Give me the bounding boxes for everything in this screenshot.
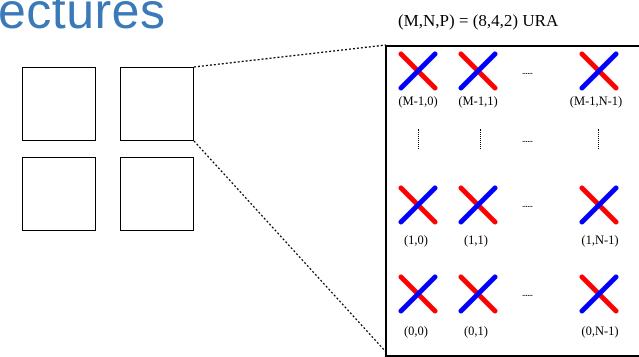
horizontal-ellipsis: ......: [522, 199, 533, 209]
subarray-top-right: [120, 67, 194, 141]
horizontal-ellipsis: ......: [522, 66, 533, 76]
subarray-bottom-left: [22, 157, 96, 231]
slide-title-fragment: ectures: [0, 0, 166, 39]
vertical-ellipsis: [480, 129, 482, 149]
subarray-bottom-right: [120, 157, 194, 231]
element-index-label: (1,1): [464, 233, 488, 247]
cross-pol-element-icon: [578, 184, 620, 226]
element-index-label: (M-1,N-1): [569, 94, 623, 108]
horizontal-ellipsis: ......: [522, 134, 533, 144]
cross-pol-element-icon: [457, 184, 499, 226]
element-index-label: (M-1,0): [398, 94, 438, 108]
cross-pol-element-icon: [578, 273, 620, 315]
element-index-label: (1,0): [404, 233, 428, 247]
cross-pol-element-icon: [397, 50, 439, 92]
array-config-label: (M,N,P) = (8,4,2) URA: [398, 11, 559, 30]
element-index-label: (1,N-1): [581, 233, 619, 247]
element-index-label: (0,0): [404, 324, 428, 338]
vertical-ellipsis: [598, 129, 600, 149]
cross-pol-element-icon: [397, 184, 439, 226]
horizontal-ellipsis: ......: [522, 288, 533, 298]
cross-pol-element-icon: [578, 50, 620, 92]
cross-pol-element-icon: [457, 50, 499, 92]
vertical-ellipsis: [418, 129, 420, 149]
element-index-label: (0,N-1): [581, 324, 619, 338]
subarray-top-left: [22, 67, 96, 141]
cross-pol-element-icon: [457, 273, 499, 315]
element-index-label: (0,1): [464, 324, 488, 338]
element-index-label: (M-1,1): [458, 94, 498, 108]
cross-pol-element-icon: [397, 273, 439, 315]
